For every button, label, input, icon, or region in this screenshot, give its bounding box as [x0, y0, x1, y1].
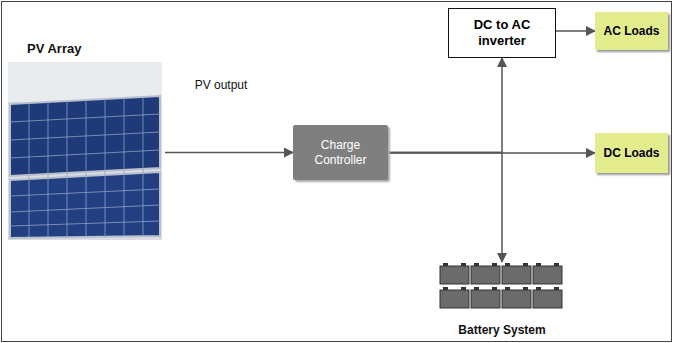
charge-controller-box: Charge Controller — [293, 125, 388, 180]
solar-panel — [8, 62, 162, 240]
load-box: DC Loads — [595, 133, 668, 173]
battery-symbol — [440, 263, 562, 308]
node-text: DC to AC inverter — [455, 17, 549, 50]
edge-label: PV output — [193, 78, 250, 92]
load-box: AC Loads — [595, 12, 668, 50]
pv-array: PV Array — [5, 38, 165, 243]
connector-arrow — [556, 30, 595, 32]
node-text: AC Loads — [603, 24, 659, 39]
connector-arrow — [388, 153, 502, 263]
connector-arrow — [165, 152, 293, 154]
battery-system: Battery System — [422, 262, 582, 338]
node-text: Battery System — [458, 323, 545, 338]
node-text: PV Array — [27, 41, 165, 57]
node-text: DC Loads — [603, 146, 659, 161]
inverter-box: DC to AC inverter — [448, 8, 556, 58]
connector-arrow — [388, 58, 502, 153]
node-text: Charge Controller — [299, 138, 382, 168]
